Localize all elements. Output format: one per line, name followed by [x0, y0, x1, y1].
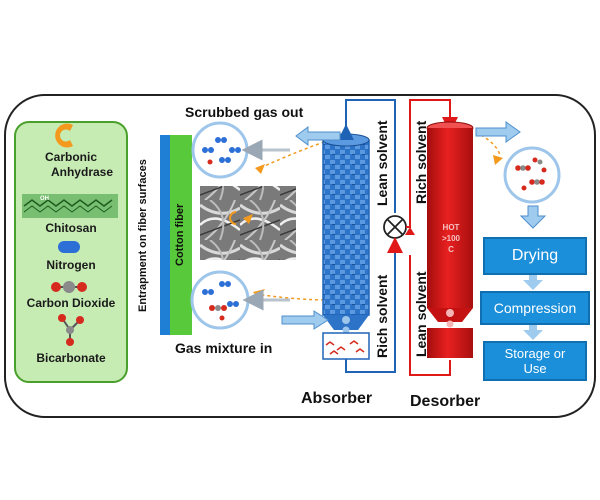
- absorber-rich-solvent-label: Rich solvent: [374, 274, 390, 358]
- compression-label: Compression: [493, 300, 577, 316]
- absorber-lean-solvent-label: Lean solvent: [374, 120, 390, 206]
- connector-dashed: [261, 294, 331, 301]
- triangle-marker-icon: [493, 155, 503, 165]
- drying-label: Drying: [511, 247, 559, 264]
- storage-line1: Storage or: [504, 346, 566, 361]
- absorber-column: [322, 133, 370, 360]
- storage-box: Storage or Use: [483, 341, 587, 381]
- flow-down-arrow: [523, 322, 543, 340]
- hot-line1: HOT: [442, 223, 460, 232]
- cotton-fiber-strip: [170, 135, 192, 335]
- nitrogen-label: Nitrogen: [46, 258, 96, 272]
- carbonic-line1: Carbonic: [44, 150, 97, 164]
- chitosan-chain-icon: [22, 194, 118, 218]
- hot-temperature-label: HOT >100 C: [435, 222, 467, 255]
- hot-line2: >100: [441, 234, 461, 243]
- enzyme-c-shape-icon: [55, 123, 73, 148]
- carbonic-anhydrase-label: Carbonic Anhydrase: [22, 150, 120, 180]
- cotton-fiber-label: Cotton fiber: [174, 203, 186, 267]
- rich-solvent-pipe: [345, 240, 396, 373]
- desorber-rich-pipe: [406, 99, 458, 228]
- triangle-marker-icon: [243, 214, 253, 224]
- drying-box: Drying: [483, 237, 587, 275]
- desorber-title: Desorber: [410, 393, 481, 410]
- co2-bubble: [503, 146, 561, 204]
- gas-mixture-bubble: [190, 270, 250, 330]
- heat-exchanger-icon: [383, 215, 407, 239]
- desorber-column: [426, 121, 474, 358]
- connector-dashed: [469, 129, 501, 156]
- desorber-rich-solvent-label: Rich solvent: [413, 120, 429, 204]
- scrubbed-gas-bubble: [191, 121, 249, 179]
- lean-return-arrow: [405, 227, 415, 235]
- absorber-title: Absorber: [301, 390, 373, 407]
- bicarbonate-molecule-icon: [58, 314, 84, 346]
- hot-line3: C: [448, 245, 454, 254]
- co2-out-arrow: [475, 121, 521, 143]
- chitosan-label: Chitosan: [45, 221, 97, 235]
- scrubbed-gas-label: Scrubbed gas out: [185, 104, 304, 120]
- desorber-lean-pipe: [409, 255, 451, 376]
- gas-mixture-label: Gas mixture in: [175, 340, 273, 356]
- carbonic-line2: Anhydrase: [50, 165, 114, 179]
- lean-solvent-pipe: [338, 99, 396, 213]
- nitrogen-molecule-icon: [58, 241, 80, 253]
- flow-down-arrow: [519, 205, 547, 229]
- entrapment-label: Entrapment on fiber surfaces: [137, 159, 149, 312]
- chitosan-unit-label: OH: [40, 196, 49, 202]
- flow-down-arrow: [523, 272, 543, 290]
- compression-box: Compression: [480, 291, 590, 325]
- cotton-fiber-edge: [160, 135, 170, 335]
- fiber-enzyme-marker: [229, 211, 237, 225]
- carbon-dioxide-label: Carbon Dioxide: [26, 296, 116, 310]
- bicarbonate-label: Bicarbonate: [36, 351, 106, 365]
- scrubbed-gas-arrow: [295, 126, 341, 146]
- desorber-lean-solvent-label: Lean solvent: [413, 271, 429, 357]
- gas-in-arrow: [281, 310, 329, 330]
- carbon-dioxide-molecule-icon: [51, 281, 87, 293]
- storage-line2: Use: [523, 361, 547, 376]
